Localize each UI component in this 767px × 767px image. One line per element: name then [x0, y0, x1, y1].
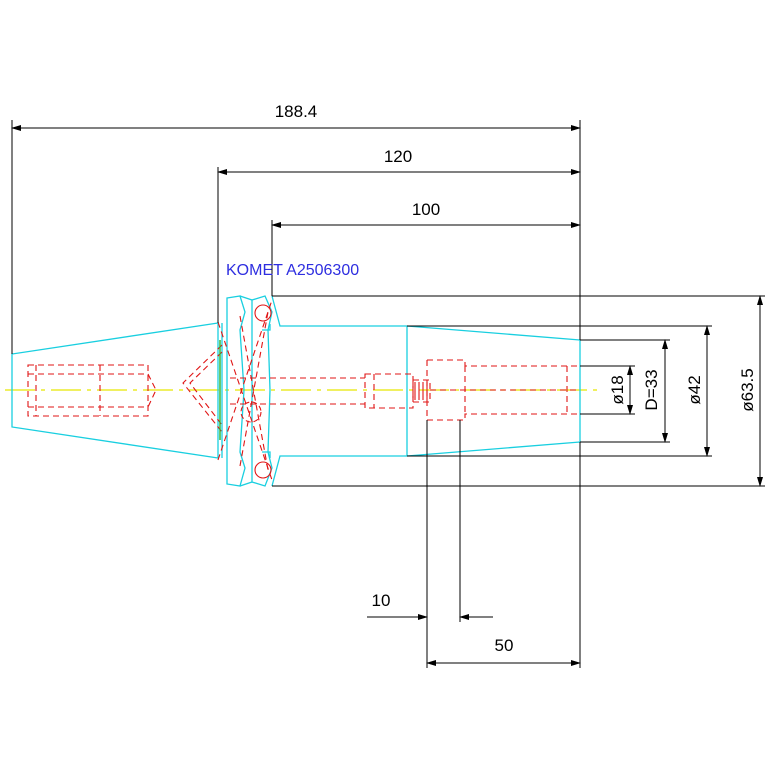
dim-diameter-18: ø18 — [608, 375, 627, 404]
part-label: KOMET A2506300 — [226, 262, 359, 279]
tool-outline — [11, 295, 581, 487]
dim-offset-10: 10 — [372, 591, 391, 610]
dim-diameter-63-5: ø63.5 — [738, 368, 757, 411]
dim-diameter-d33: D=33 — [642, 369, 661, 410]
dim-overall-length: 188.4 — [275, 102, 318, 121]
dim-length-120: 120 — [384, 147, 412, 166]
dim-diameter-42: ø42 — [685, 375, 704, 404]
dim-depth-50: 50 — [495, 636, 514, 655]
dimension-lines — [11, 120, 765, 668]
dim-length-100: 100 — [412, 200, 440, 219]
hidden-lines — [27, 299, 580, 481]
hidden-circles — [240, 304, 428, 479]
